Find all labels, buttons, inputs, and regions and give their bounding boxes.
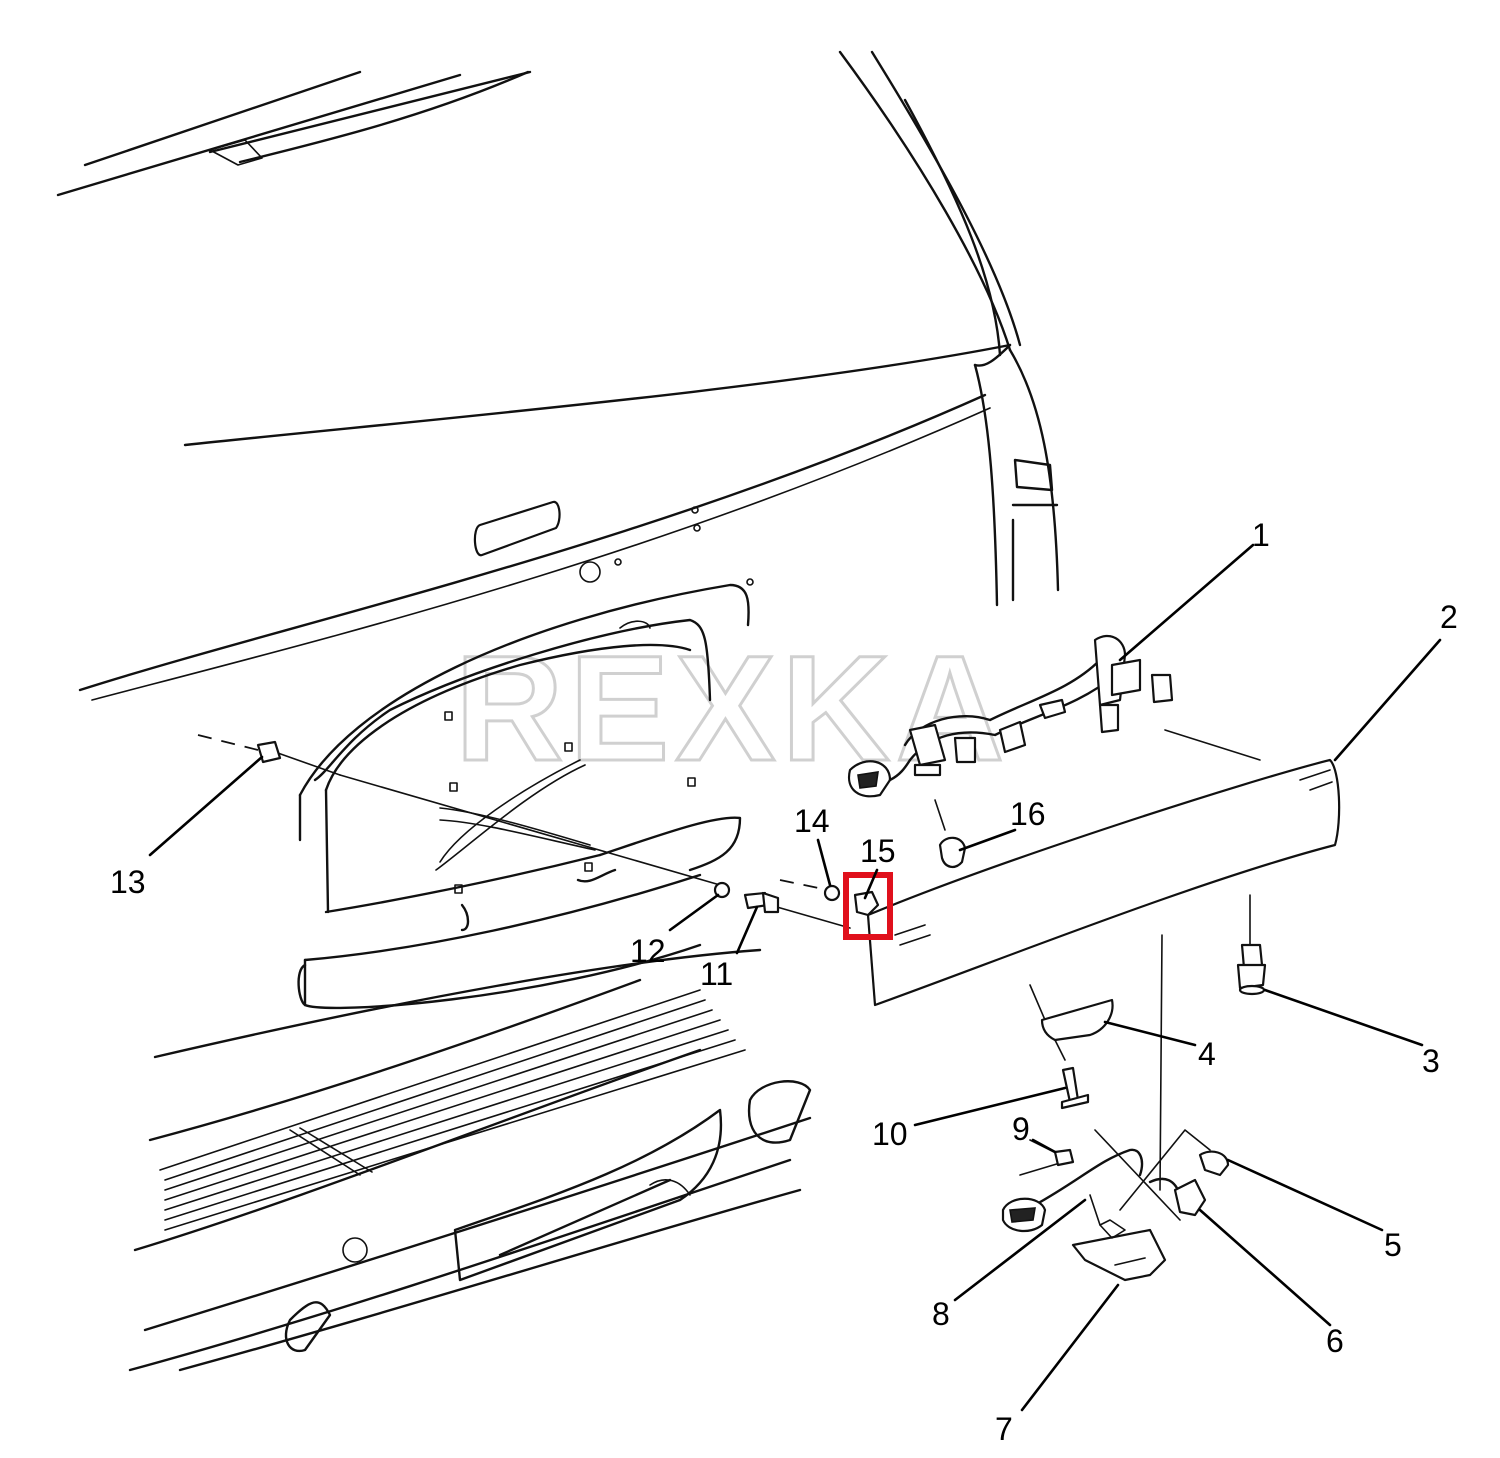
callout-16: 16	[1010, 796, 1046, 832]
callout-labels: 1 2 3 4 5 6 7 8 9 10 11 12 13 14 15 16	[110, 517, 1458, 1447]
callout-10: 10	[872, 1116, 908, 1152]
part-applique	[866, 729, 1341, 1007]
axis-line-vertical	[1159, 934, 1163, 1191]
callout-3: 3	[1422, 1043, 1440, 1079]
callout-12: 12	[630, 933, 666, 969]
callout-6: 6	[1326, 1323, 1344, 1359]
callout-2: 2	[1440, 599, 1458, 635]
callout-5: 5	[1384, 1227, 1402, 1263]
part-hardware-row	[197, 734, 880, 929]
part-push-pin	[1060, 1066, 1090, 1110]
vehicle-body	[56, 50, 1060, 1372]
part-camera-assembly	[1001, 1129, 1230, 1282]
callout-14: 14	[794, 803, 830, 839]
callout-11: 11	[700, 956, 733, 992]
callout-9: 9	[1012, 1111, 1030, 1147]
callout-1: 1	[1252, 517, 1270, 553]
callout-4: 4	[1198, 1036, 1216, 1072]
callout-8: 8	[932, 1296, 950, 1332]
part-wiring-harness	[847, 634, 1174, 798]
callout-15: 15	[860, 833, 896, 869]
leader-lines	[148, 543, 1442, 1412]
callout-13: 13	[110, 864, 146, 900]
part-lamp-lens	[1029, 984, 1114, 1061]
part-fastener	[1236, 894, 1267, 996]
callout-7: 7	[995, 1411, 1013, 1447]
highlight-box	[843, 872, 893, 940]
part-bulb	[934, 799, 967, 868]
